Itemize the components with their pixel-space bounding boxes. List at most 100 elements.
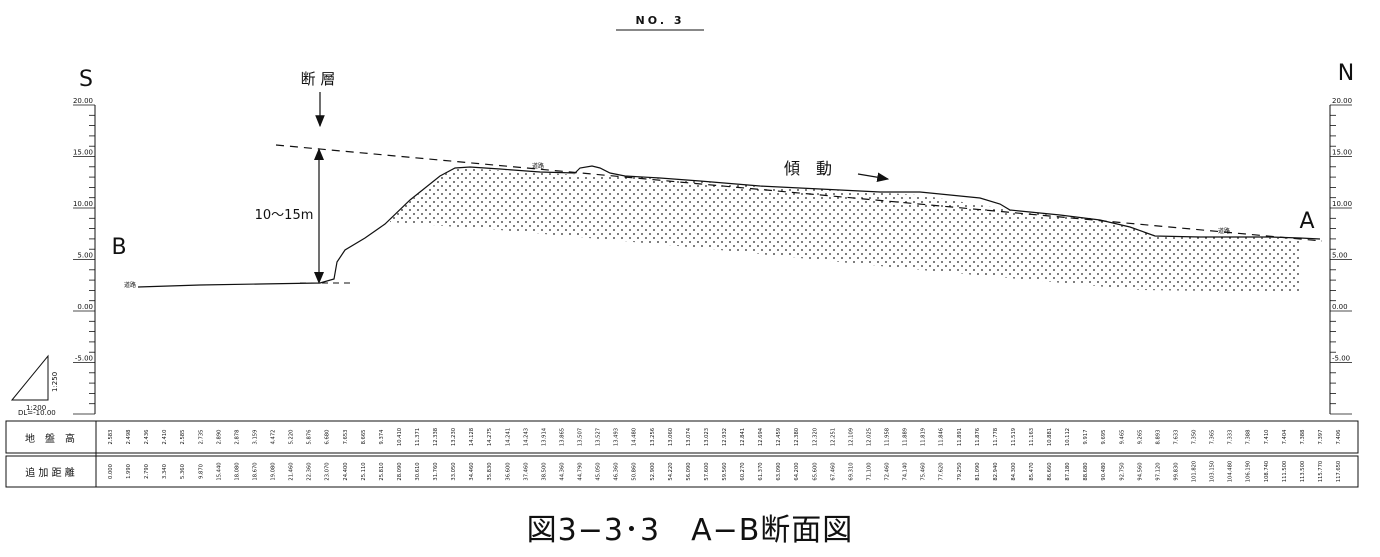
table-value: 63.090 [776,462,782,480]
table-value: 14.275 [487,428,493,446]
table-value: 7.406 [1336,430,1342,445]
table-value: 12.932 [722,428,728,446]
table-value: 52.900 [650,462,656,480]
table-value: 10.410 [397,428,403,446]
table-value: 9.465 [1119,430,1125,445]
table-value: 67.460 [830,462,836,480]
table-value: 5.360 [180,464,186,479]
table-value: 5.876 [307,430,313,445]
table-value: 94.560 [1137,462,1143,480]
road-label-mid: 道路 [532,162,544,170]
table-value: 2.790 [144,464,150,479]
table-value: 71.100 [866,462,872,480]
sheet-number: NO. 3 [636,14,685,27]
table-value: 3.340 [162,464,168,479]
table-value: 12.841 [740,428,746,446]
table-value: 12.320 [812,428,818,446]
row-label-cumulative-distance: 追 加 距 離 [25,466,75,479]
table-value: 25.110 [361,462,367,480]
table-value: 2.585 [180,430,186,445]
table-value: 13.230 [451,428,457,446]
table-row-ground-height [5,420,1359,454]
table-value: 1.990 [126,464,132,479]
table-value: 13.493 [614,428,620,446]
table-value: 14.128 [469,428,475,446]
table-value: 90.480 [1101,462,1107,480]
table-value: 56.090 [686,462,692,480]
table-value: 13.527 [596,428,602,446]
elevation-tick-label: -5.00 [1332,355,1350,363]
table-value: 6.680 [325,430,331,445]
table-value: 7.404 [1282,429,1288,445]
scale-triangle [10,354,49,401]
table-value: 15.440 [216,462,222,480]
table-value: 2.583 [108,430,114,445]
table-value: 11.876 [975,428,981,446]
table-value: 12.694 [758,427,764,446]
table-value: 88.680 [1083,462,1089,480]
table-value: 33.050 [451,462,457,480]
table-value: 117.650 [1336,461,1342,482]
table-value: 2.878 [234,430,240,445]
table-value: 64.200 [794,462,800,480]
table-value: 22.360 [307,462,313,480]
elevation-tick-label: 15.00 [1332,149,1352,157]
table-value: 44.790 [578,462,584,480]
table-value: 35.830 [487,462,493,480]
scale-vertical: 1:250 [51,372,59,392]
row-label-ground-height: 地 盤 高 [25,432,75,445]
elevation-tick-label: 0.00 [77,303,93,311]
tilt-reference-line [275,144,1323,242]
table-value: 65.600 [812,462,818,480]
table-value: 74.140 [903,462,909,480]
table-value: 7.397 [1318,430,1324,445]
table-value: 36.600 [505,462,511,480]
table-value: 11.958 [885,428,891,446]
table-value: 115.770 [1318,461,1324,482]
table-value: 11.846 [939,428,945,446]
road-label-left: 道路 [124,281,136,289]
stratum-dotted-area [390,168,1300,292]
table-value: 81.090 [975,462,981,480]
table-value: 12.459 [776,428,782,446]
elevation-tick-label: 10.00 [1332,200,1352,208]
datum-label: DL=-10.00 [18,409,56,417]
table-value: 7.350 [1192,430,1198,445]
elevation-tick-label: 20.00 [73,97,93,105]
direction-north: N [1338,61,1354,86]
table-value: 12.380 [794,428,800,446]
elevation-tick-label: 0.00 [1332,303,1348,311]
table-value: 11.889 [903,428,909,446]
table-value: 92.750 [1119,462,1125,480]
elevation-tick-label: 15.00 [73,149,93,157]
table-value: 12.025 [866,428,872,446]
table-value: 13.060 [668,428,674,446]
table-value: 82.940 [993,462,999,480]
table-value: 45.050 [596,462,602,480]
table-value: 31.760 [433,462,439,480]
table-value: 5.220 [289,430,295,445]
table-value: 50.860 [632,462,638,480]
table-value: 9.870 [198,464,204,479]
table-value: 25.810 [379,462,385,480]
table-value: 10.881 [1047,428,1053,446]
table-value: 14.241 [505,428,511,446]
table-value: 37.460 [523,462,529,480]
road-label-right: 道路 [1218,227,1230,235]
table-value: 13.507 [578,428,584,446]
table-value: 12.251 [830,428,836,446]
table-value: 2.890 [216,430,222,445]
table-value: 60.270 [740,462,746,480]
table-value: 11.819 [921,428,927,446]
tilt-arrow [857,172,890,182]
table-value: 61.370 [758,462,764,480]
table-value: 79.250 [957,462,963,480]
table-value: 44.360 [559,462,565,480]
table-value: 19.080 [271,462,277,480]
table-value: 2.436 [144,430,150,445]
table-value: 9.374 [379,429,385,445]
table-value: 18.080 [234,462,240,480]
